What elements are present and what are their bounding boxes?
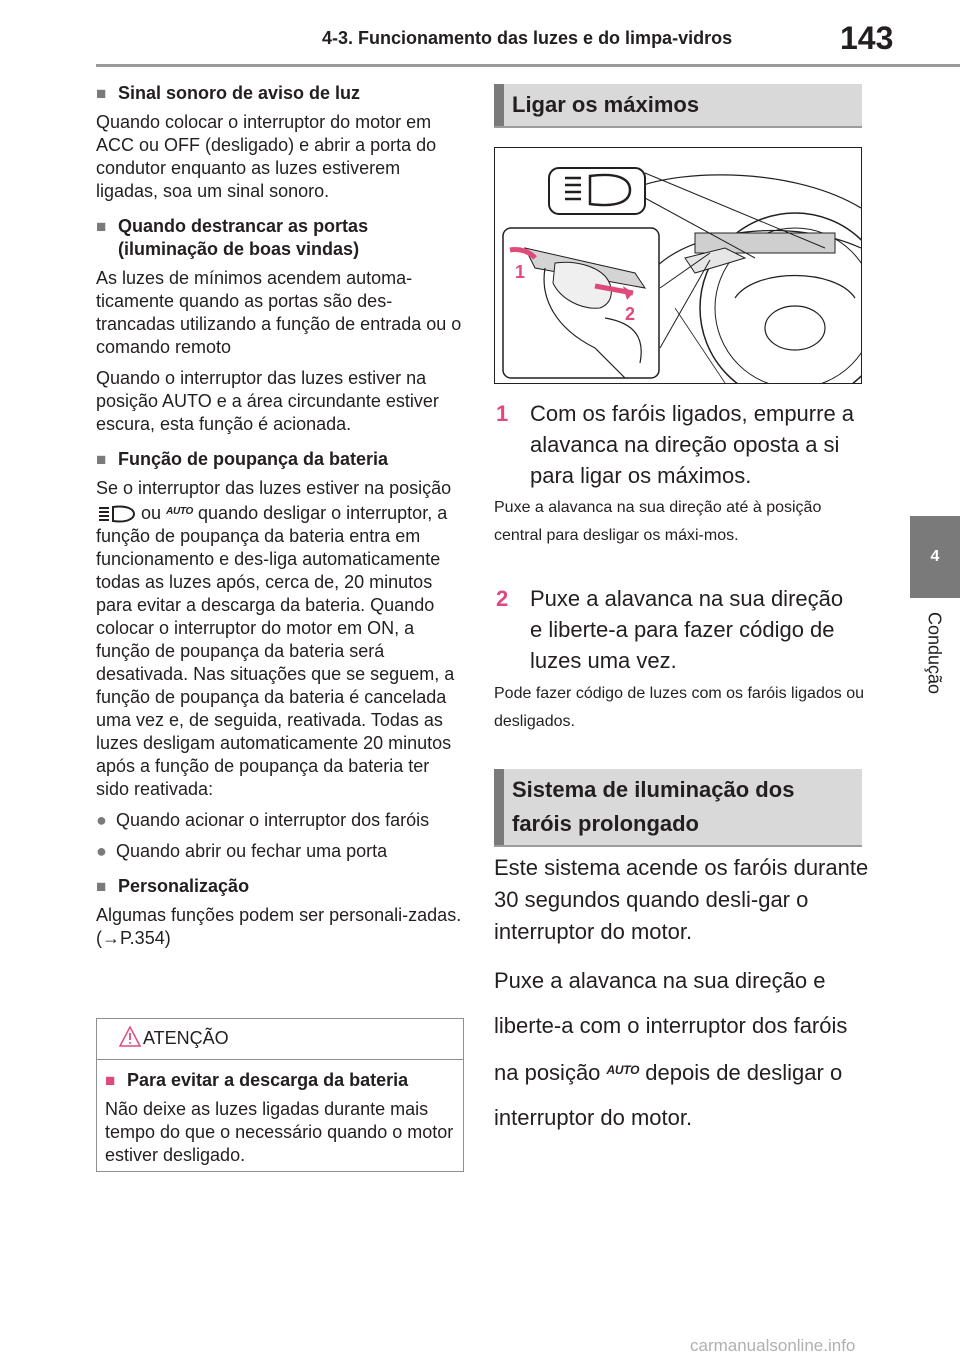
paragraph: As luzes de mínimos acendem automa-ticam…: [96, 268, 462, 357]
paragraph: Puxe a alavanca na sua direção e liberte…: [494, 958, 874, 1140]
step-number: 2: [496, 586, 509, 611]
section-title: Personalização: [118, 876, 250, 896]
header-title: 4-3. Funcionamento das luzes e do limpa-…: [322, 28, 733, 48]
illustration-drawing: 1 2: [502, 167, 891, 404]
figure-label-1: 1: [515, 262, 525, 282]
section-bar: [494, 769, 504, 845]
step-text: Puxe a alavanca na sua direção e liberte…: [530, 586, 844, 673]
step-1: 1 Com os faróis ligados, empurre a alava…: [494, 398, 874, 491]
section-header: Sistema de iluminação dos faróis prolong…: [494, 769, 862, 847]
text-fragment: quando desligar o interruptor, a função …: [96, 503, 455, 799]
section-heading: ■ Sinal sonoro de aviso de luz: [96, 82, 466, 105]
warning-header: ATENÇÃO: [97, 1019, 463, 1060]
square-bullet-icon: ■: [96, 877, 107, 896]
left-column: ■ Sinal sonoro de aviso de luz Quando co…: [96, 80, 466, 958]
square-bullet-icon: ■: [96, 84, 107, 103]
chapter-label: Condução: [924, 612, 945, 695]
auto-icon: AUTO: [606, 1063, 640, 1077]
section-title: Sinal sonoro de aviso de luz: [118, 83, 361, 103]
section-title: Função de poupança da bateria: [118, 449, 389, 469]
list-item: ● Quando abrir ou fechar uma porta: [96, 840, 466, 863]
section-header-text: Ligar os máximos: [512, 92, 700, 117]
warning-text: Não deixe as luzes ligadas durante mais …: [105, 1099, 454, 1165]
square-bullet-icon: ■: [96, 217, 107, 236]
figure-label-2: 2: [625, 304, 635, 324]
section-header: Ligar os máximos: [494, 84, 862, 128]
step-note: Pode fazer código de luzes com os faróis…: [494, 685, 864, 730]
circle-bullet-icon: ●: [96, 810, 107, 830]
section-heading: ■ Quando destrancar as portas (iluminaçã…: [96, 215, 466, 261]
auto-icon: AUTO: [166, 506, 194, 517]
paragraph: Quando o interruptor das luzes estiver n…: [96, 368, 439, 434]
step-number: 1: [496, 401, 509, 426]
paragraph: Quando colocar o interruptor do motor em…: [96, 112, 437, 201]
warning-subtitle-text: Para evitar a descarga da bateria: [127, 1070, 409, 1090]
step-text: Com os faróis ligados, empurre a alavanc…: [530, 401, 855, 488]
chapter-number: 4: [930, 548, 940, 565]
circle-bullet-icon: ●: [96, 841, 107, 861]
text-fragment: depois de desligar o interruptor do moto…: [494, 1060, 843, 1130]
page-number: 143: [840, 20, 894, 56]
warning-triangle-icon: [119, 1026, 141, 1047]
step-2: 2 Puxe a alavanca na sua direção e liber…: [494, 583, 874, 676]
warning-title: ATENÇÃO: [143, 1028, 229, 1048]
step-note: Puxe a alavanca na sua direção até à pos…: [494, 499, 822, 544]
paragraph: Algumas funções podem ser personali-zada…: [96, 905, 462, 948]
section-heading: ■ Função de poupança da bateria: [96, 448, 466, 471]
section-bar: [494, 84, 504, 126]
section-header-text: Sistema de iluminação dos faróis prolong…: [512, 777, 795, 836]
section-title: Quando destrancar as portas (iluminação …: [118, 216, 369, 259]
text-fragment: Puxe a alavanca na sua direção e liberte…: [494, 968, 848, 1085]
paragraph: Este sistema acende os faróis durante 30…: [494, 855, 869, 944]
watermark: carmanualsonline.info: [690, 1336, 856, 1355]
section-heading: ■ Personalização: [96, 875, 466, 898]
headlight-icon: [99, 505, 136, 523]
chapter-tab: 4: [910, 516, 960, 598]
warning-subtitle: ■ Para evitar a descarga da bateria: [105, 1069, 455, 1092]
header-rule: [96, 64, 960, 67]
list-item-text: Quando abrir ou fechar uma porta: [116, 841, 388, 861]
warning-body: ■ Para evitar a descarga da bateria Não …: [97, 1060, 463, 1167]
lever-illustration: 1 2: [494, 147, 891, 404]
square-bullet-icon: ■: [105, 1071, 116, 1090]
list-item-text: Quando acionar o interruptor dos faróis: [116, 810, 430, 830]
warning-box: ATENÇÃO ■ Para evitar a descarga da bate…: [96, 1018, 464, 1172]
text-fragment: ou: [141, 503, 162, 523]
paragraph: Se o interruptor das luzes estiver na po…: [96, 477, 466, 801]
list-item: ● Quando acionar o interruptor dos farói…: [96, 809, 466, 832]
square-bullet-icon: ■: [96, 450, 107, 469]
text-fragment: Se o interruptor das luzes estiver na po…: [96, 478, 452, 498]
